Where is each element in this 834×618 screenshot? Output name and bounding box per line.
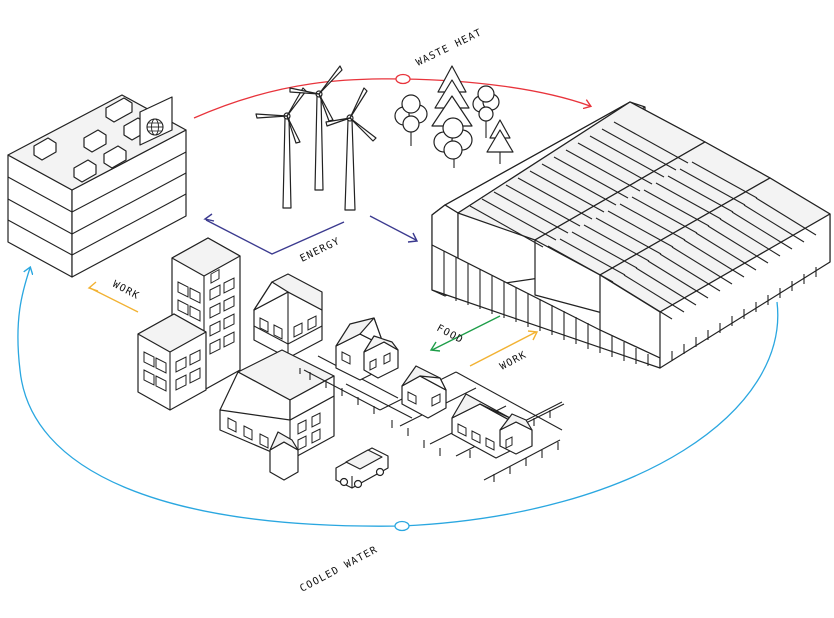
tree-icon (433, 117, 473, 168)
waste-heat-label: WASTE HEAT (414, 27, 484, 69)
wind-turbine-icon (289, 65, 343, 191)
cooled-water-node (394, 520, 410, 532)
industrial-building (7, 94, 187, 278)
cooled-water-label: COOLED WATER (298, 544, 380, 594)
large-house-windows (227, 412, 321, 451)
suburban-house (401, 365, 447, 419)
work-label-right: WORK (498, 349, 529, 372)
wind-turbine-icon (325, 87, 377, 211)
suburban-plots (299, 317, 565, 482)
waste-heat-node (395, 73, 411, 85)
work-arrow-right (469, 331, 537, 367)
tower-windows (143, 277, 235, 392)
food-arrow (431, 315, 501, 351)
car-icon (335, 447, 389, 489)
greenhouses (431, 101, 831, 369)
wind-turbines (255, 65, 377, 211)
apartment-tower (137, 237, 241, 411)
work-label-left: WORK (111, 279, 142, 302)
energy-arrow-left (205, 219, 345, 255)
cooled-water-arc (17, 268, 779, 527)
large-house (219, 349, 335, 481)
globe-icon (146, 118, 164, 136)
tree-icon (486, 119, 514, 164)
waste-heat-arc (193, 78, 590, 119)
wind-turbine-icon (255, 87, 307, 209)
energy-arrow-right (369, 215, 417, 241)
food-label: FOOD (435, 323, 466, 346)
work-arrow-left (89, 287, 139, 313)
row-house (253, 273, 323, 359)
tree-icon (472, 85, 500, 138)
trees (394, 65, 514, 168)
suburban-house (335, 317, 399, 381)
suburban-house (451, 393, 533, 459)
tree-icon (394, 94, 428, 146)
energy-label: ENERGY (298, 236, 342, 265)
